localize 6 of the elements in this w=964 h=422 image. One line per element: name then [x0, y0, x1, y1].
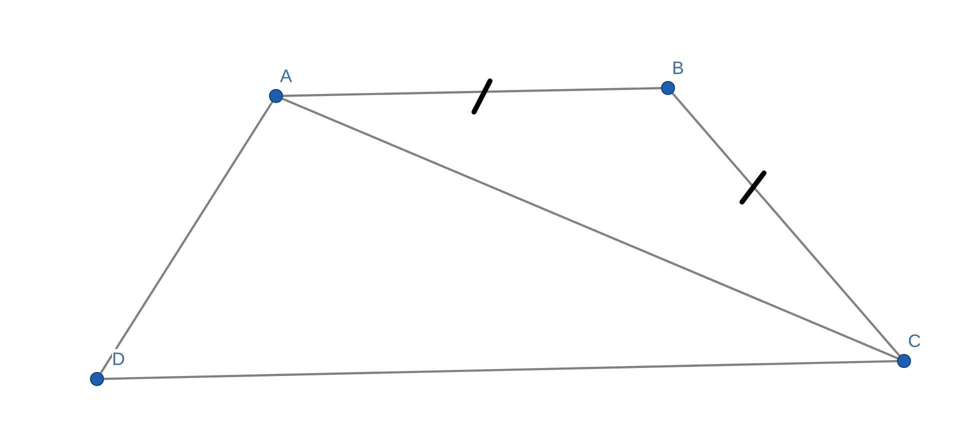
line-segment [104, 360, 898, 380]
line-segment [282, 98, 898, 360]
line-segment [100, 101, 274, 374]
vertex-point [90, 349, 124, 386]
line-segment [282, 87, 662, 97]
line-segment [672, 92, 900, 356]
